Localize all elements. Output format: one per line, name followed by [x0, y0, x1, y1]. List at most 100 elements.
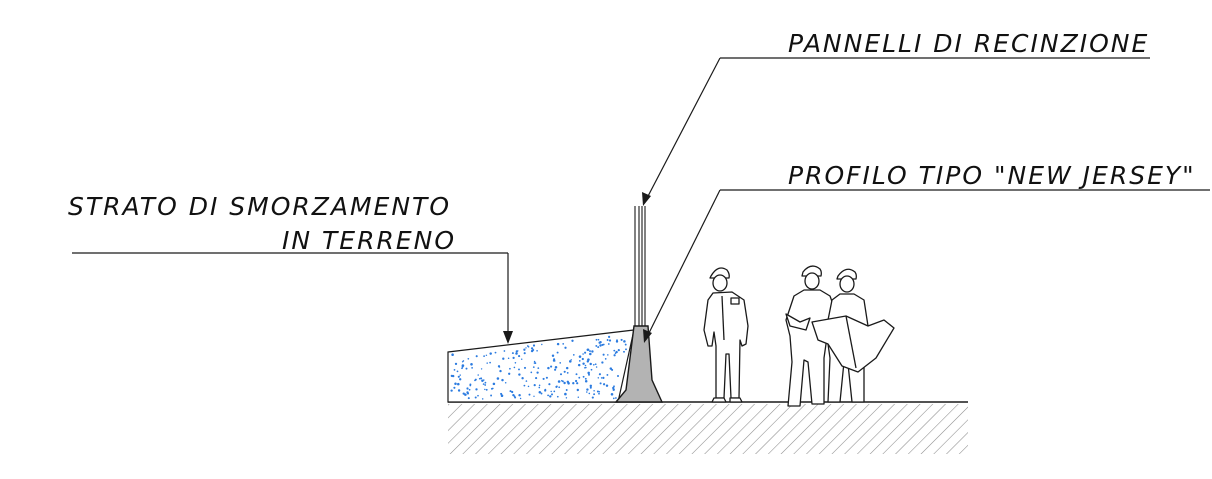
soil-dot: [503, 350, 506, 352]
soil-dot: [558, 386, 561, 389]
soil-dot: [605, 384, 609, 387]
worker-figure-reading-plan: [785, 265, 839, 407]
soil-dot: [587, 358, 590, 361]
soil-dot: [496, 377, 500, 380]
soil-dot: [481, 398, 484, 400]
soil-dot: [521, 377, 524, 380]
label-damping-layer-line1: STRATO DI SMORZAMENTO: [68, 192, 451, 221]
soil-dot: [466, 387, 469, 390]
soil-dot: [457, 389, 461, 392]
soil-dot: [532, 344, 536, 347]
soil-dot: [511, 352, 514, 355]
worker-figure-with-plan: [811, 268, 895, 403]
soil-dot: [527, 385, 530, 388]
soil-dot: [457, 375, 460, 378]
soil-dot: [486, 362, 488, 364]
soil-dot: [477, 374, 479, 376]
soil-dot: [598, 392, 600, 395]
soil-dot: [548, 383, 551, 386]
soil-dot: [501, 378, 504, 382]
soil-dot: [508, 372, 511, 375]
soil-dot: [518, 355, 521, 358]
soil-dot: [467, 397, 470, 400]
soil-dot: [468, 388, 471, 391]
soil-dot: [553, 358, 556, 361]
soil-dot: [591, 396, 594, 399]
soil-dot: [536, 349, 538, 352]
soil-dot: [602, 376, 605, 379]
soil-dot: [584, 380, 588, 383]
soil-dot: [612, 397, 615, 400]
soil-dot: [530, 371, 533, 374]
soil-dot: [489, 352, 492, 355]
soil-dot: [549, 395, 552, 398]
soil-dot: [598, 390, 601, 393]
soil-dot: [582, 375, 585, 378]
soil-dot: [584, 351, 587, 354]
soil-dot: [589, 350, 591, 353]
soil-dot: [600, 377, 603, 379]
soil-dot: [541, 343, 543, 346]
soil-dot: [453, 369, 456, 371]
soil-dot: [572, 354, 575, 356]
fence-panels: [634, 206, 646, 326]
soil-dot: [465, 367, 468, 370]
soil-dot: [535, 377, 538, 380]
soil-dot: [609, 367, 613, 370]
soil-dot: [507, 357, 510, 360]
soil-dot: [559, 362, 562, 364]
leader-damping-layer: [72, 252, 513, 344]
soil-dot: [504, 382, 507, 384]
soil-dot: [577, 396, 580, 399]
soil-dot: [614, 397, 617, 399]
soil-dot: [491, 387, 494, 390]
soil-dot: [607, 354, 609, 356]
soil-dot: [519, 397, 522, 400]
soil-dot: [570, 359, 572, 361]
soil-dot: [523, 384, 526, 387]
soil-dot: [490, 394, 493, 397]
soil-dot: [528, 393, 531, 396]
soil-dot: [492, 382, 496, 386]
soil-dot: [623, 340, 626, 343]
soil-dot: [592, 363, 595, 366]
soil-dot: [499, 369, 502, 373]
soil-dot: [532, 366, 535, 368]
soil-dot: [484, 388, 486, 391]
soil-dot: [515, 352, 518, 355]
soil-dot: [523, 348, 526, 351]
soil-dot: [523, 352, 526, 355]
soil-dot: [598, 373, 601, 376]
soil-dot: [576, 388, 579, 392]
soil-dot: [575, 379, 578, 383]
soil-dot: [509, 367, 511, 370]
soil-dot: [606, 373, 609, 376]
soil-dot: [512, 356, 515, 360]
soil-dot: [454, 362, 458, 366]
soil-dot: [584, 364, 587, 367]
soil-dot: [538, 386, 541, 389]
soil-dot: [534, 362, 537, 365]
soil-dot: [597, 346, 600, 349]
soil-dot: [620, 338, 623, 341]
soil-dot: [554, 368, 557, 371]
soil-dot: [598, 341, 601, 344]
soil-dot: [593, 393, 596, 396]
label-damping-layer-line2: IN TERRENO: [282, 226, 457, 255]
soil-dot: [581, 357, 584, 361]
ground-hatch: [448, 404, 968, 454]
soil-dot: [615, 340, 619, 343]
soil-dot: [536, 371, 539, 374]
soil-dot: [556, 351, 559, 354]
soil-dot: [595, 338, 598, 341]
soil-dot: [484, 384, 487, 386]
soil-dot: [502, 357, 505, 360]
soil-dot: [533, 384, 536, 387]
soil-dot: [462, 392, 465, 395]
soil-dot: [518, 393, 521, 397]
soil-dot: [578, 376, 581, 379]
soil-dot: [599, 382, 602, 385]
soil-dot: [466, 391, 469, 394]
soil-dot: [551, 393, 553, 396]
soil-dot: [561, 379, 563, 382]
